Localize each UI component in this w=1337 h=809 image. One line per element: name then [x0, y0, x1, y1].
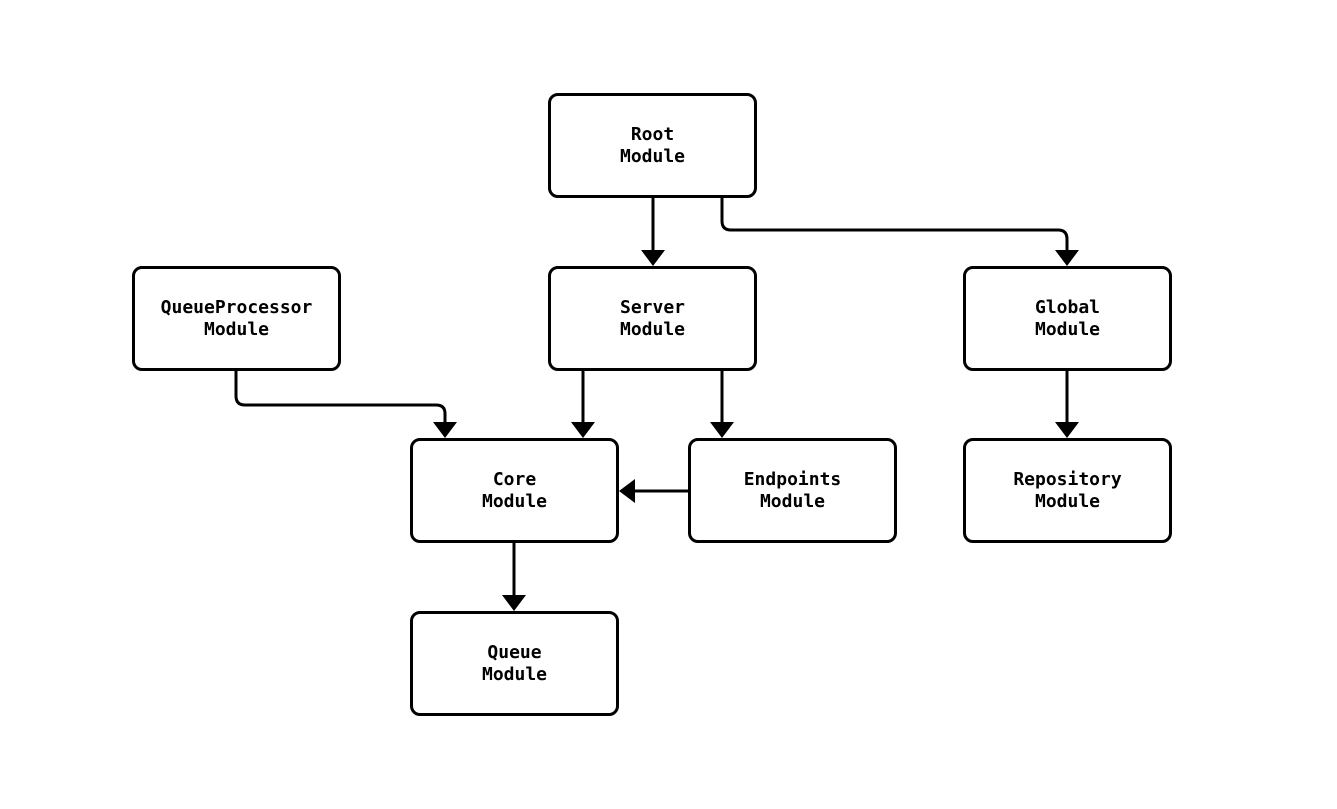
edge-root-to-global: [720, 198, 1079, 266]
node-repository-module: Repository Module: [963, 438, 1172, 543]
node-queue-module: Queue Module: [410, 611, 619, 716]
edge-server-to-endpoints: [710, 371, 734, 438]
node-label: Server Module: [619, 296, 686, 340]
edge-global-to-repository: [1055, 371, 1079, 438]
edge-endpoints-to-core: [619, 479, 688, 503]
node-label: Global Module: [1034, 296, 1101, 340]
node-label: Endpoints Module: [743, 468, 842, 512]
edge-queueprocessor-to-core: [234, 371, 457, 438]
node-queueprocessor-module: QueueProcessor Module: [132, 266, 341, 371]
node-endpoints-module: Endpoints Module: [688, 438, 897, 543]
node-root-module: Root Module: [548, 93, 757, 198]
node-label: Repository Module: [1013, 468, 1122, 512]
node-label: Queue Module: [481, 641, 548, 685]
edge-core-to-queue: [502, 543, 526, 611]
node-label: QueueProcessor Module: [160, 296, 313, 340]
node-server-module: Server Module: [548, 266, 757, 371]
edge-root-to-server: [641, 198, 665, 266]
node-label: Root Module: [619, 123, 686, 167]
node-label: Core Module: [481, 468, 548, 512]
node-global-module: Global Module: [963, 266, 1172, 371]
node-core-module: Core Module: [410, 438, 619, 543]
edge-server-to-core: [571, 371, 595, 438]
